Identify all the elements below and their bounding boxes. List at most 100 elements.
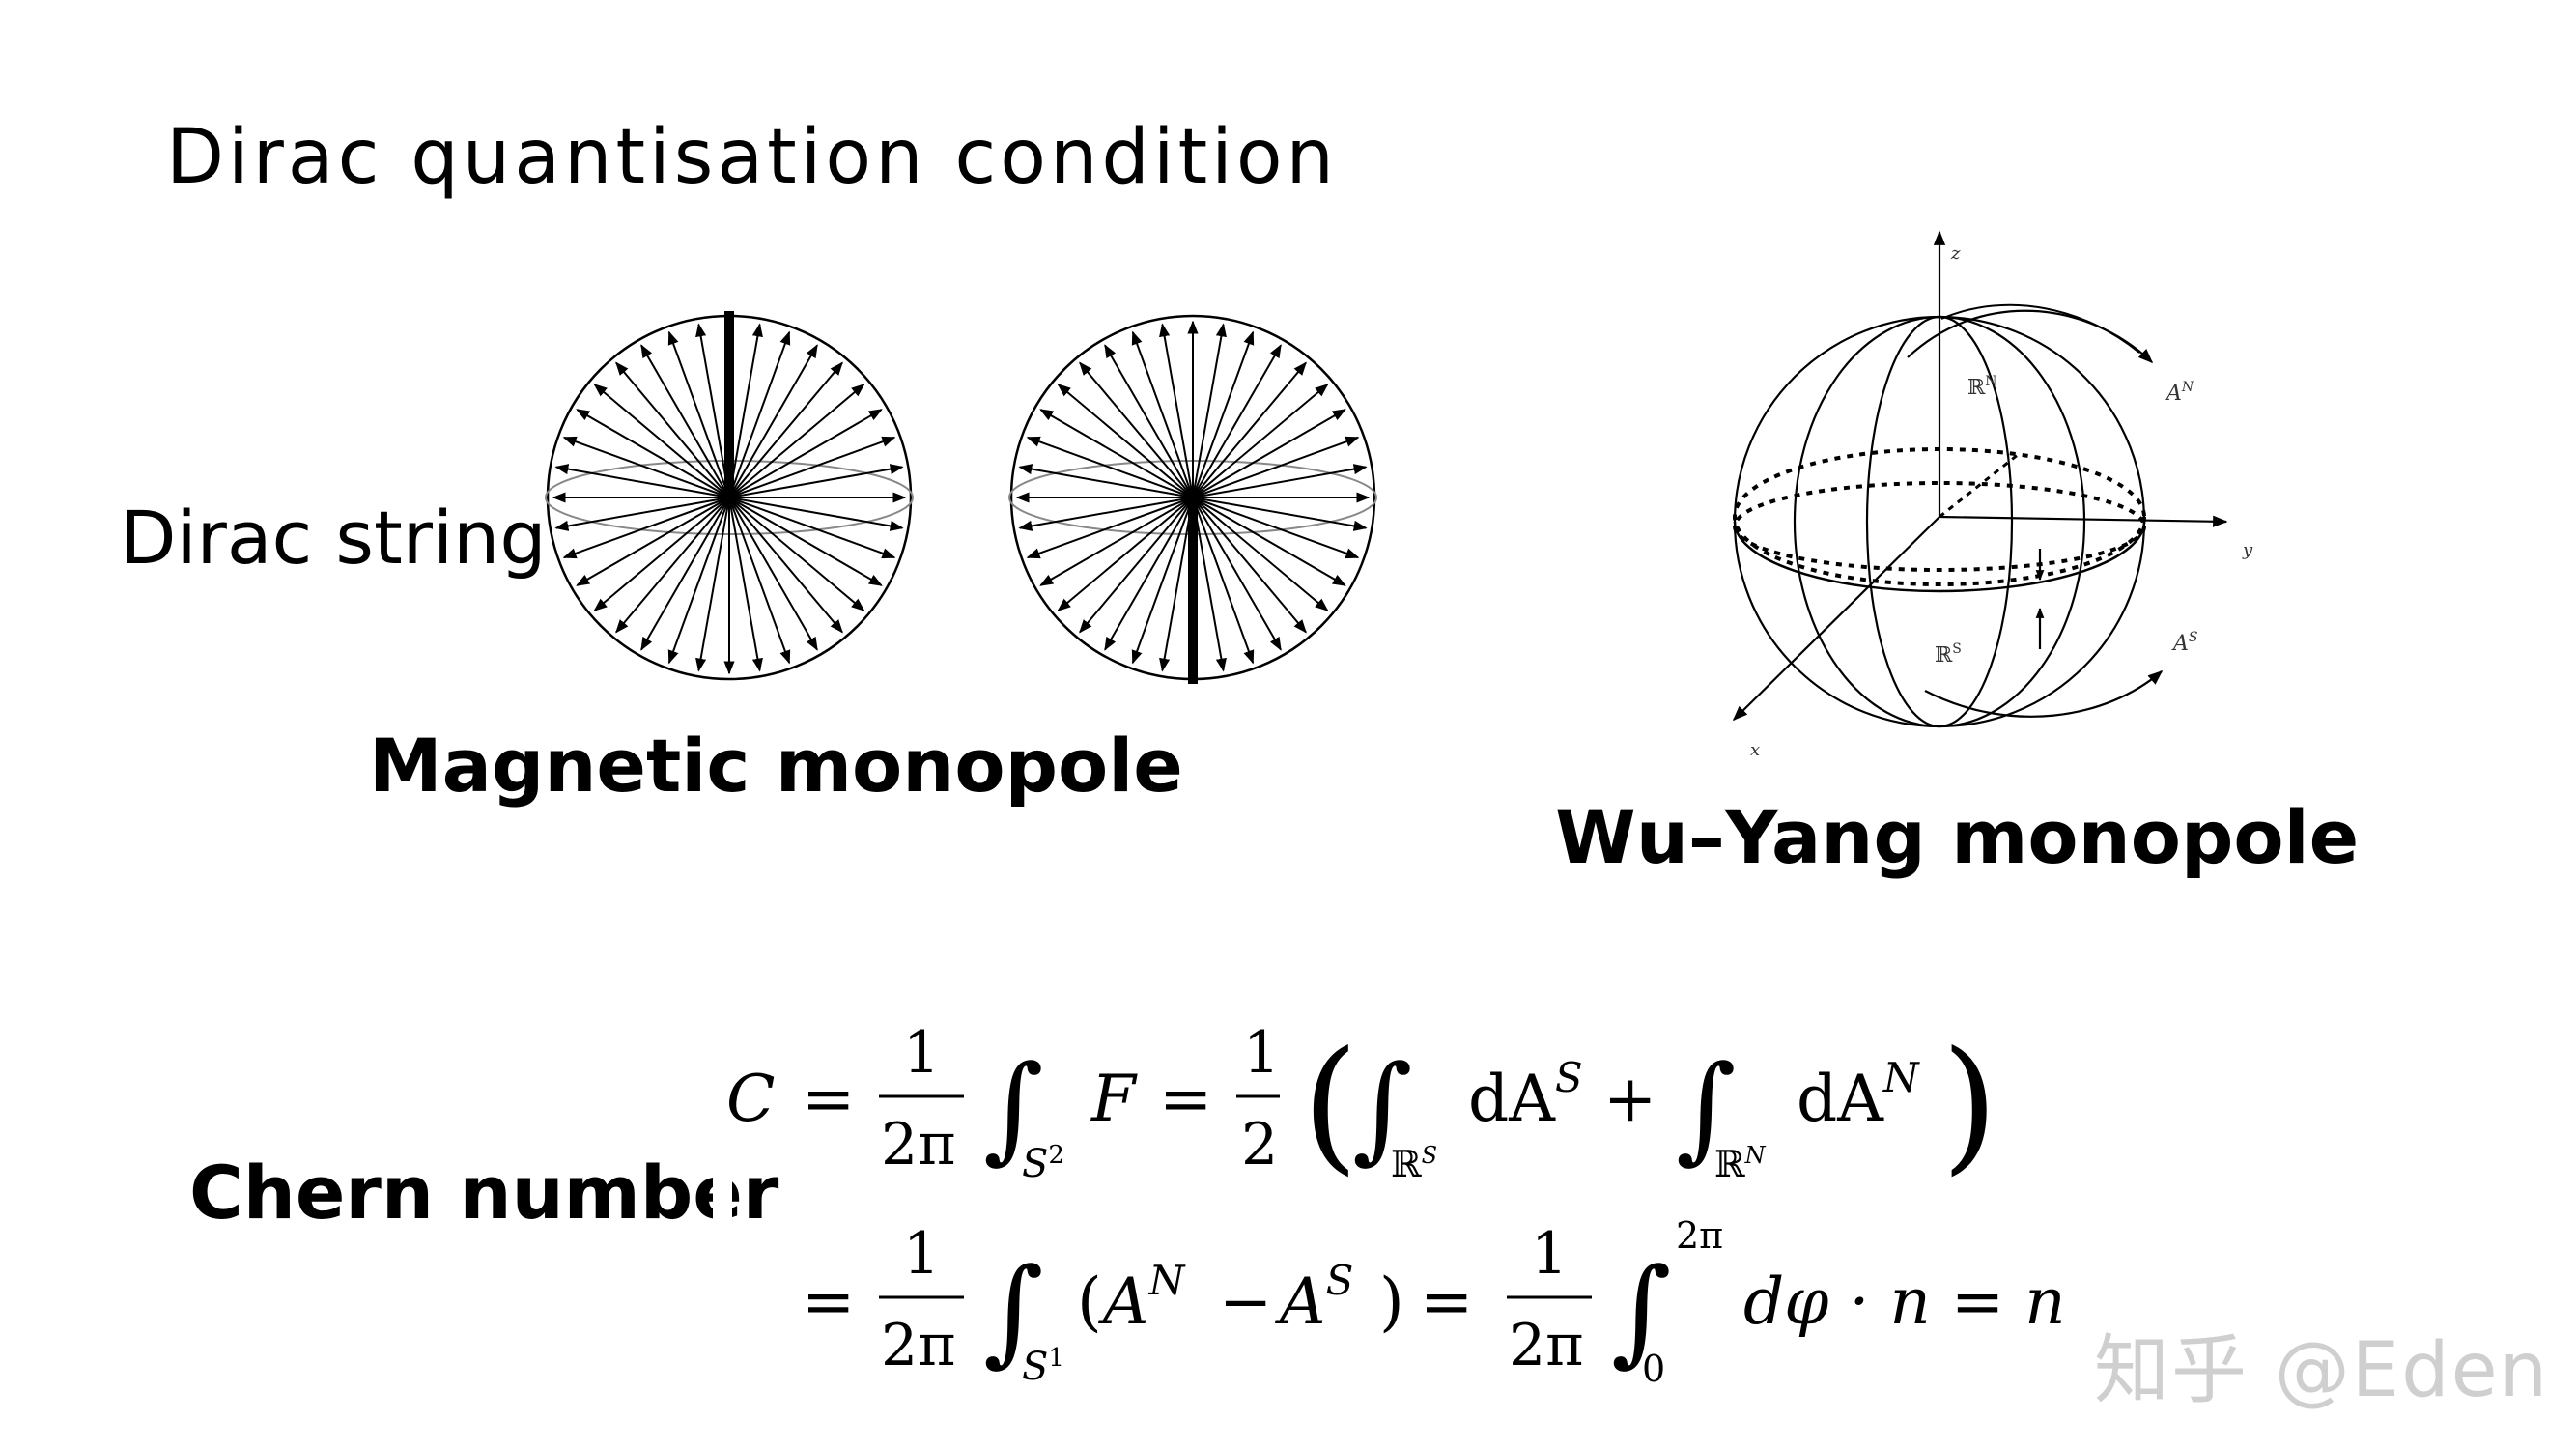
region-south-label: ℝS: [1935, 641, 1962, 668]
field-line-arrow: [1079, 497, 1194, 634]
eq-equals: =: [802, 1264, 855, 1339]
field-line-arrow: [1026, 497, 1194, 559]
field-line-arrow: [1159, 497, 1194, 672]
field-line-arrow: [554, 497, 730, 531]
dA-south: dAS: [1468, 1054, 1583, 1136]
field-line-arrow: [728, 436, 896, 498]
dphi-n: dφ · n = n: [1743, 1264, 2066, 1339]
field-line-arrow: [728, 384, 865, 498]
field-lines: [552, 323, 907, 675]
integral-domain: S2: [1022, 1141, 1064, 1186]
field-line-arrow: [576, 497, 730, 586]
field-line-arrow: [640, 344, 730, 498]
wu-yang-labels: z y x ℝN ℝS AN AS: [1750, 243, 2253, 760]
field-line-arrow: [728, 464, 904, 498]
integral-domain: ℝS: [1391, 1142, 1437, 1185]
field-line-arrow: [1026, 436, 1194, 498]
field-line-arrow: [695, 497, 730, 672]
integral-domain: S1: [1022, 1344, 1064, 1389]
field-line-arrow: [562, 436, 730, 498]
watermark: 知乎 @Eden: [2094, 1327, 2550, 1414]
arc-north: [1940, 303, 2140, 354]
frac-num: 1: [1243, 1019, 1280, 1087]
axis-dashed: [1939, 452, 2020, 519]
field-line-arrow: [1131, 330, 1194, 498]
frac-den: 2π: [1509, 1312, 1584, 1379]
frac-den: 2: [1241, 1111, 1278, 1179]
field-line-arrow: [1192, 344, 1282, 498]
A-south: AS: [1274, 1257, 1353, 1339]
field-lines: [1015, 320, 1371, 672]
frac-den: 2π: [881, 1111, 956, 1179]
field-line-arrow: [728, 330, 791, 498]
A-north: AN: [1097, 1257, 1186, 1339]
potential-south-arrow: [1924, 669, 2164, 718]
field-line-arrow: [1192, 497, 1307, 634]
region-north-label: ℝN: [1967, 374, 1997, 400]
magnetic-monopole-caption: Magnetic monopole: [369, 723, 1183, 809]
field-line-arrow: [1192, 497, 1368, 531]
field-line-arrow: [1104, 344, 1194, 498]
field-line-arrow: [667, 330, 730, 498]
field-line-arrow: [1192, 497, 1282, 651]
big-left-paren: (: [1302, 1021, 1359, 1189]
field-line-arrow: [1192, 464, 1368, 498]
field-line-arrow: [728, 409, 883, 498]
field-line-arrow: [728, 497, 763, 672]
field-line-arrow: [728, 497, 883, 586]
field-line-arrow: [667, 497, 730, 665]
dirac-monopole-string-up: [545, 311, 914, 681]
x-axis: [1732, 516, 1940, 722]
field-line-arrow: [1192, 497, 1360, 559]
field-line-arrow: [1192, 330, 1255, 498]
dA-north: dAN: [1797, 1054, 1920, 1136]
field-line-arrow: [728, 497, 791, 665]
axis-y-label: y: [2242, 540, 2253, 560]
field-line-arrow: [1039, 497, 1194, 586]
field-line-arrow: [728, 497, 843, 634]
frac-num: 1: [903, 1019, 940, 1087]
frac-num: 1: [1531, 1220, 1568, 1288]
field-line-arrow: [615, 497, 730, 634]
eq-F: F: [1090, 1062, 1138, 1136]
field-line-arrow: [640, 497, 730, 651]
field-line-arrow: [1018, 464, 1194, 498]
integral-sign: ∫: [1611, 1244, 1672, 1378]
axis-x-label: x: [1750, 740, 1760, 760]
field-line-arrow: [1104, 497, 1194, 651]
field-line-arrow: [1131, 497, 1194, 665]
right-paren: ): [1379, 1264, 1404, 1339]
equator-inner-dotted: [1733, 481, 2146, 572]
field-line-arrow: [695, 323, 730, 498]
field-line-arrow: [615, 361, 730, 498]
integral-sign: ∫: [1352, 1041, 1413, 1176]
field-line-arrow: [1192, 323, 1227, 498]
field-line-arrow: [728, 361, 843, 498]
field-line-arrow: [1192, 361, 1307, 498]
big-right-paren: ): [1941, 1021, 1998, 1189]
eq-equals: =: [1420, 1264, 1473, 1339]
eq-equals: =: [802, 1062, 855, 1136]
lower-limit: 0: [1642, 1348, 1665, 1390]
wu-yang-sphere-figure: [1732, 230, 2228, 728]
y-axis: [1939, 515, 2228, 527]
field-line-arrow: [554, 464, 730, 498]
eq-equals: =: [1159, 1062, 1212, 1136]
integral-sign: ∫: [1676, 1041, 1737, 1176]
field-line-arrow: [1192, 436, 1360, 498]
field-line-arrow: [728, 323, 763, 498]
potential-south-label: AS: [2171, 630, 2197, 656]
field-line-arrow: [1159, 323, 1194, 498]
field-line-arrow: [728, 497, 904, 531]
wu-yang-monopole-caption: Wu–Yang monopole: [1555, 794, 2360, 880]
field-line-arrow: [728, 497, 818, 651]
field-line-arrow: [1018, 497, 1194, 531]
field-line-arrow: [1057, 497, 1194, 611]
field-line-arrow: [728, 497, 896, 559]
field-line-arrow: [1192, 497, 1346, 586]
left-paren: (: [1077, 1264, 1102, 1339]
chern-equation: C = 1 2π ∫ S2 F = 1 2 ( ∫ ℝS dAS + ∫ ℝN …: [726, 1019, 2066, 1390]
field-line-arrow: [1192, 497, 1255, 665]
field-line-arrow: [728, 344, 818, 498]
field-line-arrow: [1057, 384, 1194, 498]
